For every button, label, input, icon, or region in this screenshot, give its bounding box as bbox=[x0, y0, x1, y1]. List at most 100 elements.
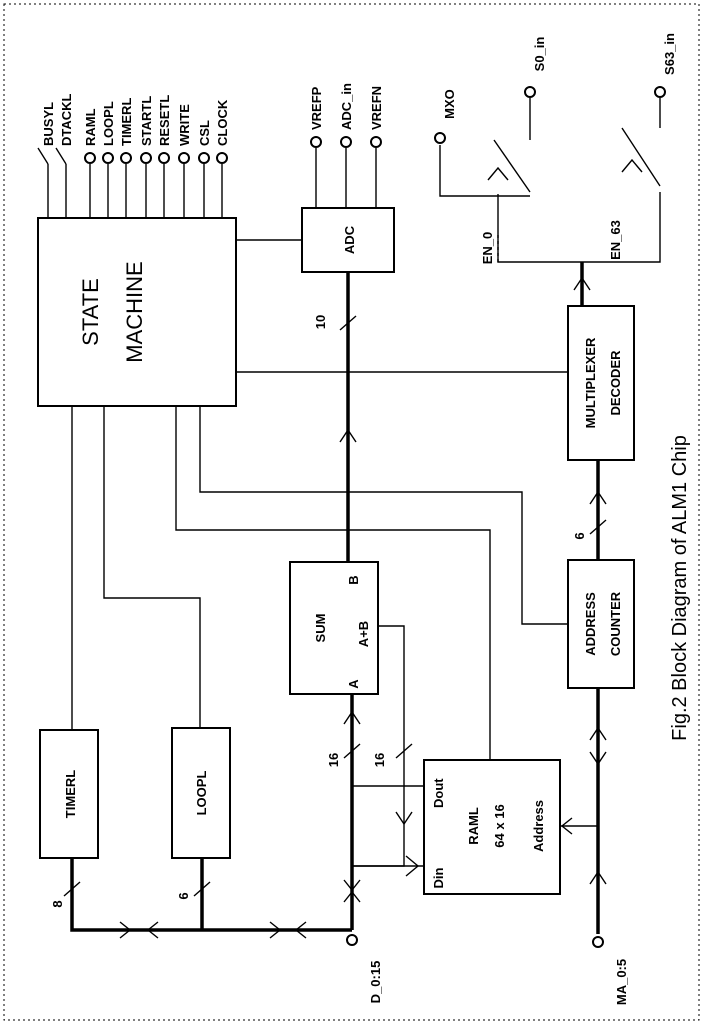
raml-block bbox=[423, 759, 561, 895]
wire-sm-loopl bbox=[103, 406, 201, 728]
raml-dout: Dout bbox=[431, 778, 446, 808]
s0-pin bbox=[524, 86, 536, 98]
wire-sum-out-loop bbox=[352, 785, 405, 867]
address-counter-label-1: ADDRESS bbox=[583, 592, 598, 656]
mux-decoder-label-2: DECODER bbox=[608, 350, 623, 416]
width-counter: 6 bbox=[572, 532, 587, 539]
raml-label: RAML bbox=[466, 807, 481, 845]
ma-port-pin bbox=[592, 936, 604, 948]
figure-caption: Fig.2 Block Diagram of ALM1 Chip bbox=[669, 435, 691, 741]
arrow-ma-up bbox=[589, 870, 607, 885]
arrow-bus-1 bbox=[119, 921, 132, 939]
state-machine-block bbox=[37, 217, 237, 407]
adc-pins: VREFP ADC_in VREFN bbox=[309, 83, 384, 208]
s63-pin bbox=[654, 86, 666, 98]
bus-slash-sum-out bbox=[395, 743, 413, 759]
width-timerl: 8 bbox=[50, 900, 65, 907]
signal-label-dtackl: DTACKL bbox=[59, 93, 74, 146]
arrow-counter-mux bbox=[589, 490, 607, 505]
wire-sm-counter bbox=[199, 406, 568, 625]
mux-decoder-block bbox=[567, 305, 635, 461]
wire-mxo bbox=[439, 145, 530, 197]
sum-label: SUM bbox=[313, 614, 328, 643]
signal-pin-timerl bbox=[120, 152, 132, 164]
address-counter-block bbox=[567, 559, 635, 689]
arrow-bus-5 bbox=[343, 879, 361, 892]
raml-size: 64 x 16 bbox=[492, 804, 507, 847]
arrow-bus-6 bbox=[343, 890, 361, 903]
bus-slash-loopl bbox=[193, 881, 211, 897]
width-loopl: 6 bbox=[176, 892, 191, 899]
data-port-pin bbox=[346, 934, 358, 946]
en0-label: EN_0 bbox=[480, 232, 495, 265]
signal-label-csl: CSL bbox=[197, 120, 212, 146]
address-counter-label-2: COUNTER bbox=[608, 591, 623, 656]
width-sum-a: 16 bbox=[326, 753, 341, 767]
signal-pin-write bbox=[178, 152, 190, 164]
arrow-mux-enable bbox=[573, 276, 591, 291]
adc-pin-adc_in bbox=[340, 136, 352, 148]
arrow-switch-s0 bbox=[487, 166, 509, 181]
bus-slash-adc bbox=[339, 315, 357, 331]
adc-pin-vrefn bbox=[370, 136, 382, 148]
arrow-bus-4 bbox=[294, 921, 307, 939]
arrow-ram-address bbox=[560, 817, 573, 835]
signal-label-loopl: LOOPL bbox=[101, 101, 116, 146]
arrow-switch-s63 bbox=[621, 158, 643, 173]
raml-address: Address bbox=[531, 800, 546, 852]
wire-enable-lines bbox=[497, 192, 661, 263]
arrow-sum-out bbox=[395, 811, 413, 826]
signal-label-raml: RAML bbox=[83, 108, 98, 146]
adc-label: ADC bbox=[342, 225, 357, 254]
signal-label-startl: STARTL bbox=[139, 96, 154, 146]
loopl-label: LOOPL bbox=[194, 771, 209, 816]
signal-label-resetl: RESETL bbox=[157, 95, 172, 146]
bus-data-horizontal bbox=[70, 858, 352, 932]
sum-port-apb: A+B bbox=[356, 621, 371, 647]
signal-pin-raml bbox=[84, 152, 96, 164]
adc-label-vrefp: VREFP bbox=[309, 86, 324, 130]
timerl-label: TIMERL bbox=[63, 770, 78, 818]
arrow-sum-a bbox=[343, 710, 361, 725]
ma-port-label: MA_0:5 bbox=[614, 959, 629, 1005]
signal-pin-resetl bbox=[158, 152, 170, 164]
state-machine-label-2: MACHINE bbox=[122, 261, 147, 362]
signal-label-timerl: TIMERL bbox=[119, 98, 134, 146]
signal-pin-csl bbox=[198, 152, 210, 164]
raml-din: Din bbox=[431, 867, 446, 888]
signal-slash-busyl bbox=[37, 147, 49, 165]
wire-sum-apb bbox=[378, 625, 405, 786]
s63-label: S63_in bbox=[662, 33, 677, 75]
width-sum-out: 16 bbox=[372, 753, 387, 767]
mxo-label: MXO bbox=[442, 89, 457, 119]
width-adc: 10 bbox=[313, 315, 328, 329]
arrow-counter-down bbox=[589, 751, 607, 766]
mxo-pin bbox=[434, 132, 446, 144]
timerl-block bbox=[39, 729, 99, 859]
switch-s0 bbox=[493, 139, 531, 193]
wire-sm-ram bbox=[175, 406, 491, 760]
adc-label-adc_in: ADC_in bbox=[339, 83, 354, 130]
signal-label-busyl: BUSYL bbox=[41, 102, 56, 146]
arrow-adc-sum bbox=[339, 428, 357, 443]
adc-label-vrefn: VREFN bbox=[369, 86, 384, 130]
signal-pin-clock bbox=[216, 152, 228, 164]
sum-block bbox=[289, 561, 379, 695]
arrow-ram-din bbox=[405, 855, 420, 877]
en63-label: EN_63 bbox=[608, 220, 623, 260]
signal-label-clock: CLOCK bbox=[215, 99, 230, 146]
arrow-bus-2 bbox=[146, 921, 159, 939]
bus-slash-timerl bbox=[63, 881, 81, 897]
adc-pin-vrefp bbox=[310, 136, 322, 148]
mux-decoder-label-1: MULTIPLEXER bbox=[583, 337, 598, 428]
switch-s63 bbox=[621, 127, 661, 187]
signal-slash-dtackl bbox=[55, 147, 67, 165]
sum-port-b: B bbox=[346, 575, 361, 584]
arrow-counter-up bbox=[589, 726, 607, 741]
state-machine-label-1: STATE bbox=[78, 278, 103, 346]
signal-pin-loopl bbox=[102, 152, 114, 164]
adc-block bbox=[301, 207, 395, 273]
sum-port-a: A bbox=[346, 679, 361, 689]
